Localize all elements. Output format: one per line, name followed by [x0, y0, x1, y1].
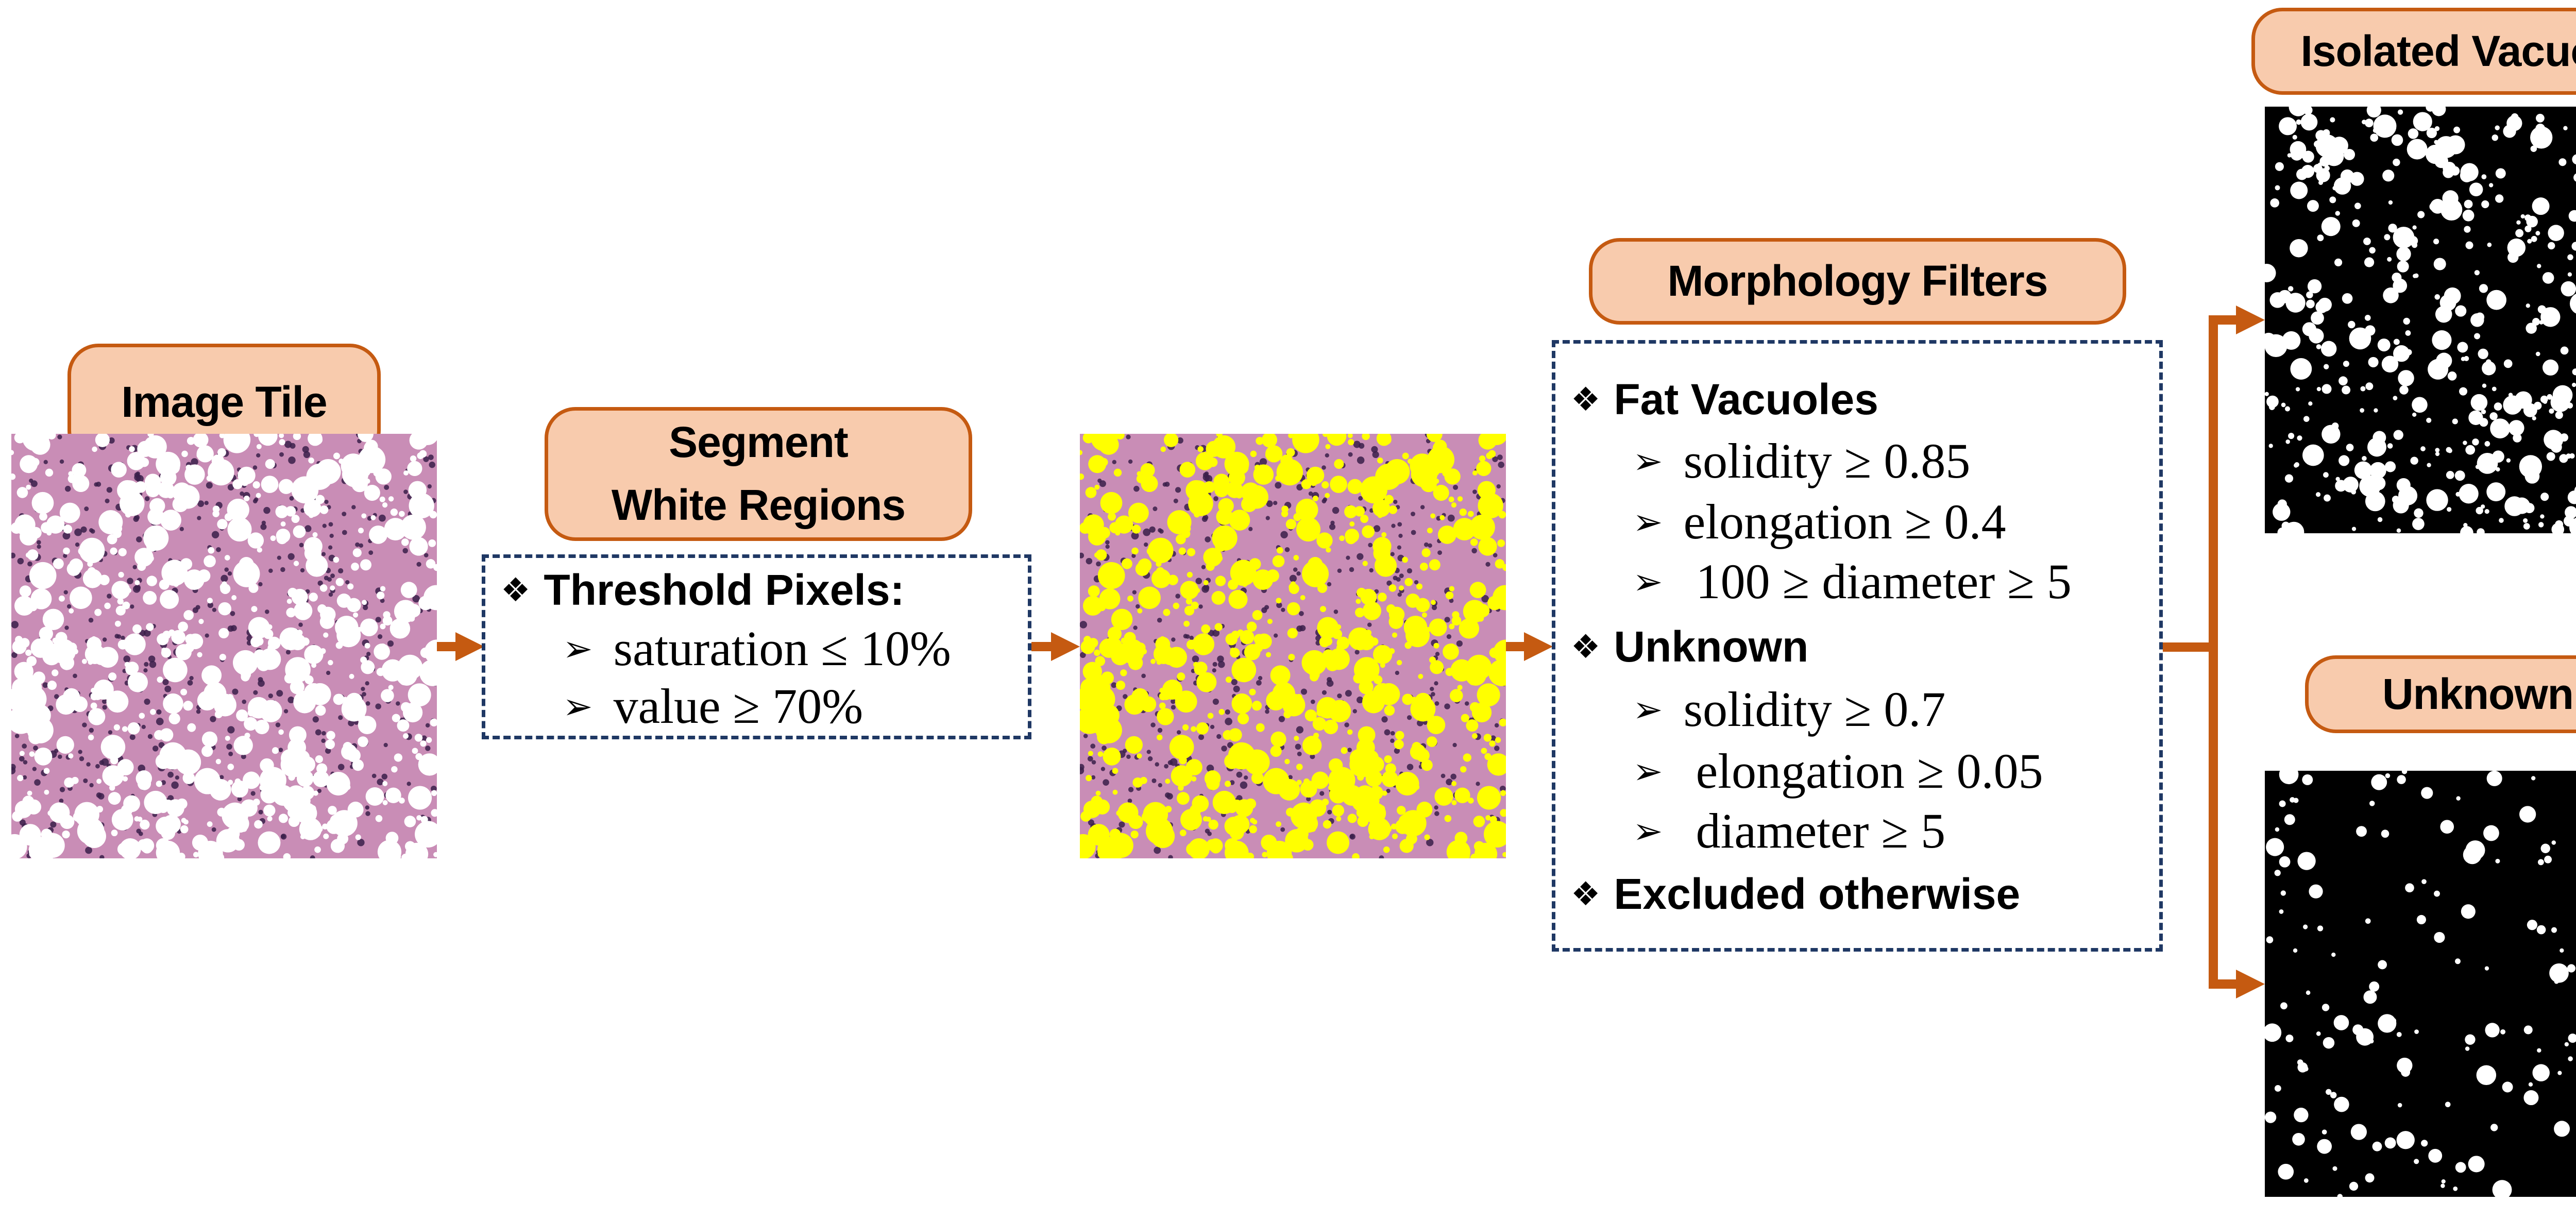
criterion-text: saturation ≤ 10%: [613, 621, 951, 676]
diamond-bullet-icon: ❖: [1571, 628, 1601, 666]
arrow-bullet-icon: ➢: [1633, 750, 1663, 792]
arrow-bullet-icon: ➢: [563, 627, 593, 670]
arrow-segmented-to-morphology: [1506, 642, 1527, 651]
group-heading-excluded: ❖ Excluded otherwise: [1571, 870, 2021, 918]
morphology-criteria-box: ❖ Fat Vacuoles ➢ solidity ≥ 0.85 ➢ elong…: [1552, 340, 2163, 952]
arrow-bullet-icon: ➢: [1633, 809, 1663, 852]
morphology-label-text: Morphology Filters: [1667, 257, 2048, 306]
threshold-criterion-saturation: ➢ saturation ≤ 10%: [563, 620, 951, 677]
unknown-label: Unknown: [2305, 655, 2576, 733]
diamond-bullet-icon: ❖: [1571, 380, 1601, 419]
diamond-bullet-icon: ❖: [501, 571, 531, 610]
arrow-bullet-icon: ➢: [563, 685, 593, 727]
arrow-threshold-to-segmented: [1031, 642, 1052, 651]
isolated-vacuoles-label: Isolated Vacuoles: [2251, 8, 2576, 95]
arrow-branch-to-unknown: [2209, 979, 2238, 989]
segmented-white-regions-panel: [1080, 434, 1506, 858]
threshold-criterion-value: ➢ value ≥ 70%: [563, 678, 863, 735]
arrow-bullet-icon: ➢: [1633, 500, 1663, 543]
arrow-bullet-icon: ➢: [1633, 688, 1663, 731]
arrow-branch-to-isolated: [2209, 315, 2238, 325]
isolated-vacuoles-mask: [2265, 107, 2576, 533]
criterion-text: value ≥ 70%: [613, 679, 863, 734]
arrowhead-icon: [1524, 632, 1553, 661]
threshold-heading: ❖ Threshold Pixels:: [501, 565, 905, 615]
arrow-bullet-icon: ➢: [1633, 560, 1663, 603]
segment-white-regions-label: Segment White Regions: [545, 407, 972, 541]
criterion-unknown-solidity: ➢ solidity ≥ 0.7: [1633, 682, 1946, 737]
criterion-fat-elongation: ➢ elongation ≥ 0.4: [1633, 494, 2006, 549]
criterion-fat-diameter: ➢ 100 ≥ diameter ≥ 5: [1633, 554, 2072, 609]
unknown-mask: [2265, 771, 2576, 1197]
image-tile-panel: [11, 434, 437, 858]
image-tile-label-text: Image Tile: [121, 378, 327, 427]
criterion-unknown-diameter: ➢ diameter ≥ 5: [1633, 803, 1946, 858]
criterion-unknown-elongation: ➢ elongation ≥ 0.05: [1633, 743, 2043, 799]
arrowhead-icon: [2236, 970, 2265, 998]
arrowhead-icon: [2236, 306, 2265, 334]
group-heading-unknown: ❖ Unknown: [1571, 622, 1809, 671]
group-heading-fat-vacuoles: ❖ Fat Vacuoles: [1571, 375, 1878, 424]
arrow-bullet-icon: ➢: [1633, 439, 1663, 482]
threshold-heading-text: Threshold Pixels:: [544, 566, 905, 614]
threshold-criteria-box: ❖ Threshold Pixels: ➢ saturation ≤ 10% ➢…: [482, 554, 1031, 739]
arrowhead-icon: [455, 632, 484, 661]
arrowhead-icon: [1051, 632, 1080, 661]
criterion-fat-solidity: ➢ solidity ≥ 0.85: [1633, 433, 1971, 488]
segment-label-line1: Segment: [669, 418, 849, 467]
segment-label-line2: White Regions: [611, 481, 906, 529]
branch-connector-horizontal: [2163, 642, 2218, 652]
diamond-bullet-icon: ❖: [1571, 875, 1601, 913]
arrow-tile-to-threshold: [437, 642, 457, 651]
morphology-filters-label: Morphology Filters: [1589, 238, 2126, 325]
branch-connector-vertical: [2209, 315, 2218, 989]
